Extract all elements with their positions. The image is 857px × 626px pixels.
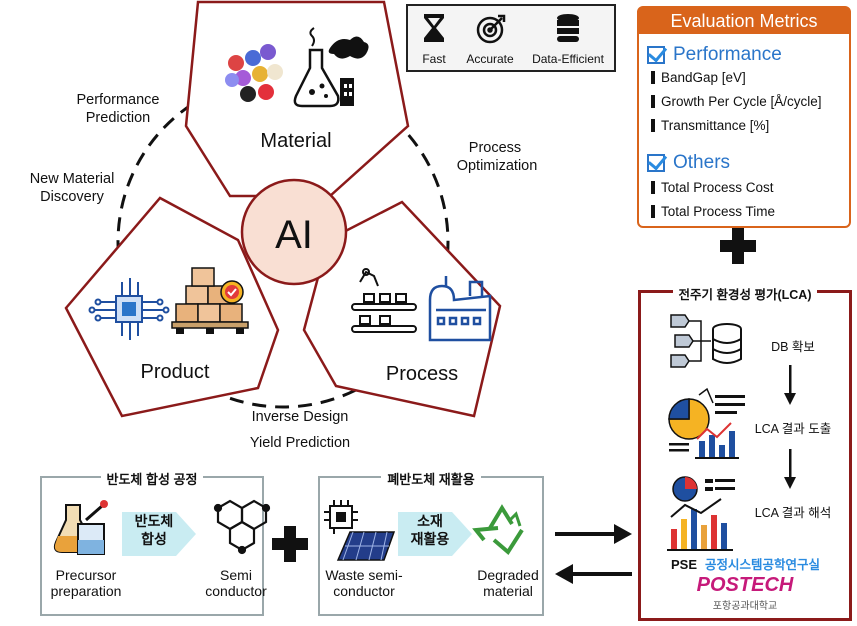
bullet-bar bbox=[651, 119, 655, 132]
yield-prediction-label: Yield Prediction bbox=[250, 435, 350, 451]
new-material-discovery-line1: New Material bbox=[30, 171, 115, 187]
boxes-pallet-icon bbox=[171, 267, 249, 334]
recycling-title-wrap: 폐반도체 재활용 bbox=[320, 469, 542, 488]
metric-item: Transmittance [%] bbox=[651, 118, 769, 133]
metric-item: Total Process Time bbox=[651, 204, 775, 219]
synthesis-title: 반도체 합성 공정 bbox=[100, 472, 204, 487]
arrow-down-icon bbox=[784, 449, 796, 489]
process-label: Process bbox=[386, 363, 458, 385]
metric-growth-per-cycle: Growth Per Cycle [Å/cycle] bbox=[661, 94, 822, 109]
others-title: Others bbox=[673, 152, 731, 173]
evaluation-metrics-panel: Evaluation Metrics Performance BandGap [… bbox=[637, 6, 851, 228]
lca-step-1: DB 확보 bbox=[771, 340, 815, 354]
lca-steps-canvas: DB 확보 LCA 결과 도출 bbox=[667, 314, 832, 612]
bullet-bar bbox=[651, 71, 655, 84]
performance-prediction-line1: Performance bbox=[76, 92, 159, 108]
inverse-design-label: Inverse Design bbox=[252, 409, 349, 425]
legend-data-efficient-label: Data-Efficient bbox=[532, 52, 604, 66]
hourglass-icon bbox=[424, 14, 444, 42]
material-label: Material bbox=[260, 130, 331, 152]
process-block bbox=[302, 200, 502, 418]
synthesis-process-box: 반도체 합성 공정 bbox=[40, 472, 264, 616]
database-icon bbox=[557, 14, 579, 42]
product-label: Product bbox=[141, 361, 210, 383]
material-block bbox=[184, 0, 410, 198]
process-optimization-line1: Process bbox=[469, 140, 521, 156]
lca-step-2: LCA 결과 도출 bbox=[755, 422, 832, 436]
bullet-bar bbox=[651, 205, 655, 218]
arrow-left-icon bbox=[555, 564, 632, 584]
postech-logo: POSTECH bbox=[697, 574, 794, 596]
checkbox-icon bbox=[647, 154, 665, 172]
metric-item: BandGap [eV] bbox=[651, 70, 746, 85]
metric-transmittance: Transmittance [%] bbox=[661, 118, 770, 133]
plus-icon bbox=[720, 228, 756, 264]
metric-bandgap: BandGap [eV] bbox=[661, 70, 746, 85]
performance-prediction-line2: Prediction bbox=[86, 110, 150, 126]
process-optimization-line2: Optimization bbox=[457, 158, 538, 174]
arrow-down-icon bbox=[784, 365, 796, 405]
ai-label: AI bbox=[275, 213, 313, 257]
performance-heading: Performance bbox=[647, 44, 782, 66]
recycling-title: 폐반도체 재활용 bbox=[381, 472, 481, 487]
arrow-right-icon bbox=[555, 524, 632, 544]
checkbox-icon bbox=[647, 46, 665, 64]
target-icon bbox=[476, 14, 506, 44]
lab-name: 공정시스템공학연구실 bbox=[705, 557, 820, 572]
recycling-process-box: 폐반도체 재활용 bbox=[318, 472, 544, 616]
legend-box bbox=[406, 4, 616, 72]
new-material-discovery-line2: Discovery bbox=[40, 189, 104, 205]
product-block bbox=[64, 196, 280, 418]
data-flow-database-icon bbox=[670, 314, 742, 368]
chemistry-flask-icon bbox=[293, 27, 369, 108]
analysis-chart-icon bbox=[667, 476, 735, 551]
conveyor-robot-icon bbox=[351, 268, 417, 333]
circuit-chip-icon bbox=[88, 278, 170, 340]
legend-fast-label: Fast bbox=[422, 52, 446, 66]
molecule-icon bbox=[225, 44, 283, 102]
pse-prefix: PSE bbox=[671, 557, 697, 572]
cycle-dashed-ring bbox=[116, 75, 450, 409]
others-heading: Others bbox=[647, 152, 730, 174]
metrics-title: Evaluation Metrics bbox=[639, 8, 849, 34]
metric-item: Growth Per Cycle [Å/cycle] bbox=[651, 94, 822, 109]
lca-title: 전주기 환경성 평가(LCA) bbox=[672, 288, 818, 302]
university-name: 포항공과대학교 bbox=[713, 600, 777, 612]
ai-circle bbox=[240, 178, 348, 286]
performance-title: Performance bbox=[673, 44, 782, 65]
plus-icon bbox=[272, 526, 308, 562]
lca-panel: 전주기 환경성 평가(LCA) DB 확보 bbox=[638, 288, 852, 621]
bullet-bar bbox=[651, 181, 655, 194]
metric-total-time: Total Process Time bbox=[661, 204, 776, 219]
lca-step-3: LCA 결과 해석 bbox=[755, 506, 832, 520]
lca-title-wrap: 전주기 환경성 평가(LCA) bbox=[641, 284, 849, 303]
synthesis-title-wrap: 반도체 합성 공정 bbox=[42, 469, 262, 488]
factory-icon bbox=[428, 276, 492, 342]
pie-chart-icon bbox=[668, 387, 745, 459]
legend-accurate-label: Accurate bbox=[466, 52, 514, 66]
metric-total-cost: Total Process Cost bbox=[661, 180, 774, 195]
bullet-bar bbox=[651, 95, 655, 108]
metric-item: Total Process Cost bbox=[651, 180, 774, 195]
